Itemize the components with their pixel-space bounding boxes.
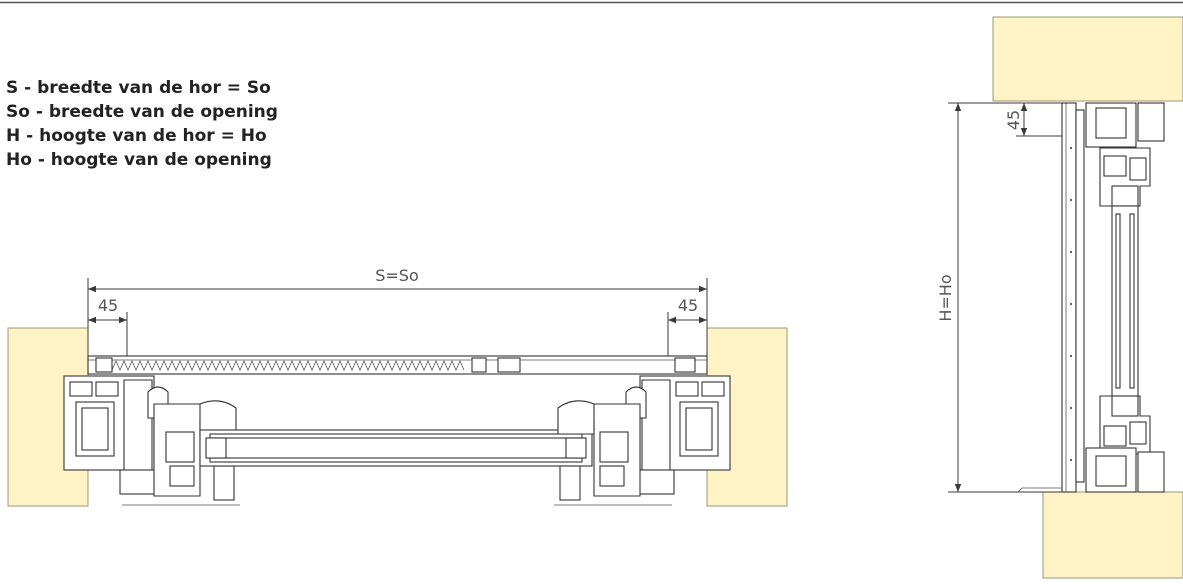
legend-line-height-opening: Ho - hoogte van de opening (6, 150, 272, 170)
width-dimension: S=So (87, 266, 708, 356)
top-offset-dimension: 45 (1004, 103, 1062, 137)
glass-vertical (1111, 205, 1139, 397)
width-label: S=So (375, 266, 419, 285)
wall-bottom (1042, 491, 1183, 579)
height-dimension: H=Ho (936, 102, 1062, 493)
legend-line-width-opening: So - breedte van de opening (6, 102, 278, 122)
legend-line-height-screen: H - hoogte van de hor = Ho (6, 126, 267, 146)
window-frame-left (63, 375, 240, 506)
window-frame-right (554, 375, 731, 506)
left-offset-label: 45 (98, 296, 118, 315)
legend-line-width-screen: S - breedte van de hor = So (6, 78, 271, 98)
pleated-mesh (111, 360, 465, 371)
right-offset-dimension: 45 (667, 296, 707, 356)
top-offset-label: 45 (1004, 110, 1023, 130)
horizontal-section: S=So 45 45 (7, 266, 788, 507)
window-frame-top (1085, 102, 1165, 207)
screen-rail (87, 355, 708, 375)
wall-top (992, 16, 1183, 102)
left-offset-dimension: 45 (88, 296, 128, 356)
screen-rail-vertical (1061, 102, 1085, 493)
height-label: H=Ho (936, 274, 955, 321)
legend: S - breedte van de hor = So So - breedte… (6, 76, 278, 172)
window-frame-bottom (1017, 395, 1165, 493)
right-offset-label: 45 (678, 296, 698, 315)
glass-unit (199, 429, 593, 467)
vertical-section: H=Ho 45 (936, 16, 1183, 579)
